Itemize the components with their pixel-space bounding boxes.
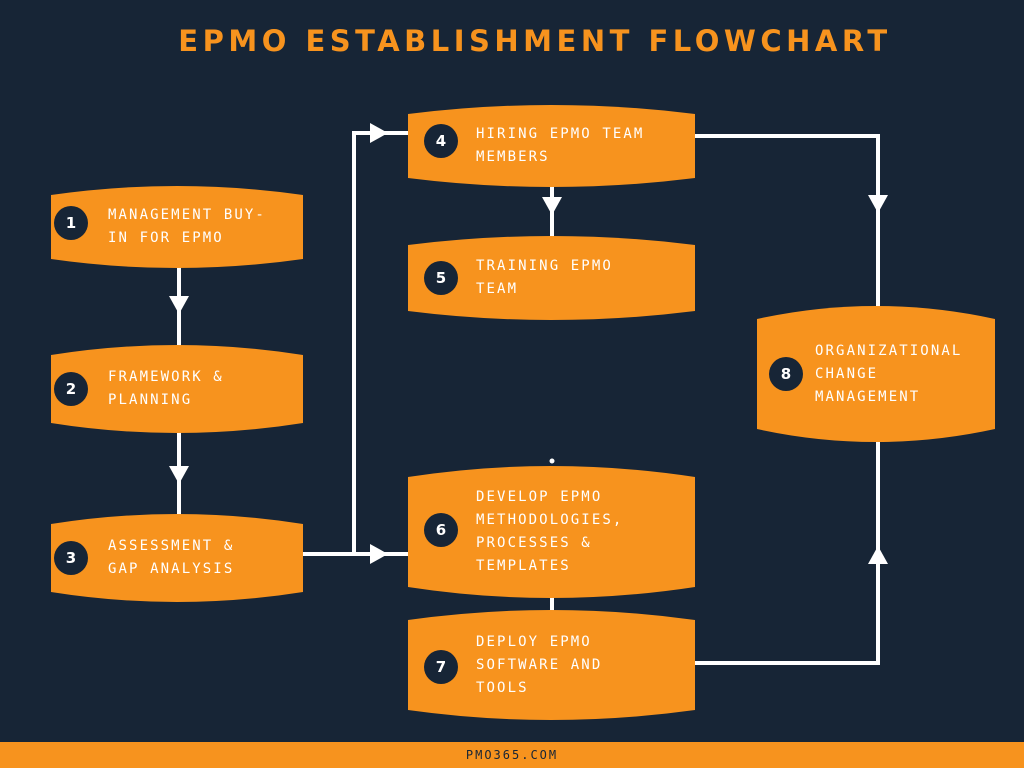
step-number-badge: 1 [54,206,88,240]
step-7: 7 DEPLOY EPMO SOFTWARE AND TOOLS [408,610,695,720]
step-label: FRAMEWORK & PLANNING [108,369,224,408]
step-number-badge: 3 [54,541,88,575]
step-shape [757,306,995,442]
connector-3-4 [299,131,410,556]
step-shape [408,610,695,720]
step-number-badge: 2 [54,372,88,406]
step-shape [51,186,303,268]
step-label: DEVELOP EPMO METHODOLOGIES, PROCESSES & … [476,489,624,574]
step-shape [408,236,695,320]
connector-7-8 [692,441,880,665]
step-2: 2 FRAMEWORK & PLANNING [51,345,303,433]
step-6: 6 DEVELOP EPMO METHODOLOGIES, PROCESSES … [408,466,695,598]
step-label: DEPLOY EPMO SOFTWARE AND TOOLS [476,633,603,696]
arrow-down-icon [542,197,562,215]
step-shape [408,105,695,187]
arrow-up-icon [868,546,888,564]
connector-4-8 [692,134,880,307]
step-number-badge: 5 [424,261,458,295]
step-3: 3 ASSESSMENT & GAP ANALYSIS [51,514,303,602]
step-number-badge: 6 [424,513,458,547]
arrow-right-icon [370,123,388,143]
step-1: 1 MANAGEMENT BUY- IN FOR EPMO [51,186,303,268]
arrow-down-icon [868,195,888,213]
step-label: ORGANIZATIONAL CHANGE MANAGEMENT [815,342,963,405]
arrow-down-icon [169,296,189,314]
step-label: TRAINING EPMO TEAM [476,258,613,297]
step-number-badge: 4 [424,124,458,158]
footer-bar: PMO365.COM [0,742,1024,768]
footer-website: PMO365.COM [465,748,559,762]
step-label: HIRING EPMO TEAM MEMBERS [476,126,645,165]
step-number-badge: 7 [424,650,458,684]
step-shape [51,345,303,433]
step-number-badge: 8 [769,357,803,391]
step-shape [51,514,303,602]
arrow-down-icon [169,466,189,484]
step-5: 5 TRAINING EPMO TEAM [408,236,695,320]
page-title: EPMO ESTABLISHMENT FLOWCHART [178,24,892,58]
step-shape [408,466,695,598]
step-label: MANAGEMENT BUY- IN FOR EPMO [108,207,266,246]
step-label: ASSESSMENT & GAP ANALYSIS [108,538,235,577]
arrow-right-icon [370,544,388,564]
connector-dot [549,458,555,464]
step-8: 8 ORGANIZATIONAL CHANGE MANAGEMENT [757,305,995,443]
step-4: 4 HIRING EPMO TEAM MEMBERS [408,105,695,187]
